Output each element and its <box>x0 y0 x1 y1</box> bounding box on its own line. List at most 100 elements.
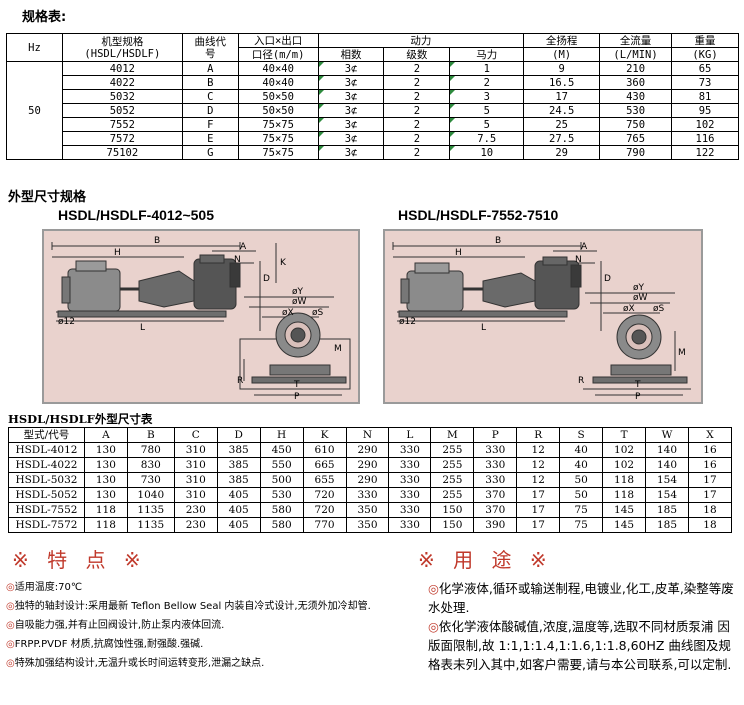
features-item-text: FRPP.PVDF 材质,抗腐蚀性强,耐强酸.强碱. <box>14 639 204 650</box>
features-item-text: 特殊加强结构设计,无温升或长时间运转变形,泄漏之缺点. <box>14 658 265 669</box>
spec-cell: 3⊄ <box>317 89 385 104</box>
cell-marker-icon <box>318 118 324 123</box>
spec-cell: 75×75 <box>237 145 319 160</box>
spec-cell: 7552 <box>61 117 183 132</box>
dim-cell: 310 <box>173 457 218 473</box>
spec-cell: 2 <box>383 145 451 160</box>
dim-cell: 255 <box>430 442 475 458</box>
left-label-r: R <box>237 376 243 386</box>
dim-cell: HSDL-4012 <box>8 442 85 458</box>
uses-item-text: 依化学液体酸碱值,浓度,温度等,选取不同材质泵浦 因版面限制,故 1:1,1:1… <box>428 619 732 672</box>
left-model-title: HSDL/HSDLF-4012~505 <box>58 207 215 223</box>
spec-cell: 95 <box>671 103 739 118</box>
dim-cell: 405 <box>216 517 261 533</box>
outline-title: 外型尺寸规格 <box>8 190 87 205</box>
dim-cell: HSDL-7572 <box>8 517 85 533</box>
spec-model-header: 机型规格(HSDL/HSDLF) <box>61 33 183 62</box>
dim-header-cell: W <box>645 427 689 443</box>
left-drawing-panel: B A H N K D ø12 L øY øW øS øX M R T P <box>42 229 360 404</box>
cell-marker-icon <box>318 132 324 137</box>
features-item-text: 适用温度:70℃ <box>14 582 83 593</box>
dim-cell: 500 <box>259 472 304 488</box>
dim-cell: 255 <box>430 457 475 473</box>
dim-cell: 330 <box>473 472 518 488</box>
dim-cell: 75 <box>559 517 604 533</box>
dim-cell: 154 <box>645 472 689 488</box>
spec-cell: 40×40 <box>237 75 319 90</box>
dim-cell: 330 <box>473 442 518 458</box>
dim-cell: 16 <box>687 457 733 473</box>
dim-header-cell: X <box>687 427 733 443</box>
spec-cell: 50×50 <box>237 103 319 118</box>
dim-cell: 230 <box>173 517 218 533</box>
dim-cell: 310 <box>173 472 218 488</box>
dim-header-cell: D <box>216 427 261 443</box>
spec-cell: 360 <box>599 75 673 90</box>
spec-flow-unit: (L/MIN) <box>599 47 673 62</box>
spec-cell: 75×75 <box>237 131 319 146</box>
dim-cell: 370 <box>473 502 518 518</box>
dim-cell: 665 <box>302 457 347 473</box>
features-list: ◎适用温度:70℃◎独特的轴封设计:采用最新 Teflon Bellow Sea… <box>6 578 402 673</box>
spec-cell: 2 <box>383 117 451 132</box>
spec-inout-header: 入口×出口 <box>237 33 319 48</box>
right-label-d: D <box>604 274 611 284</box>
spec-weight-unit: (KG) <box>671 47 739 62</box>
dim-header-cell: 型式/代号 <box>8 427 85 443</box>
cell-marker-icon <box>450 90 456 95</box>
dim-cell: 12 <box>516 442 561 458</box>
spec-cell: E <box>181 131 239 146</box>
right-label-b: B <box>495 236 501 246</box>
dim-header-cell: C <box>173 427 218 443</box>
uses-item: ◎化学液体,循环或输送制程,电镀业,化工,皮革,染整等废水处理. <box>428 579 734 617</box>
spec-cell: A <box>181 61 239 76</box>
dim-cell: 118 <box>602 487 647 503</box>
dim-cell: 102 <box>602 457 647 473</box>
features-item: ◎自吸能力强,并有止回阀设计,防止泵内液体回流. <box>6 616 402 635</box>
spec-cell: 210 <box>599 61 673 76</box>
dim-cell: HSDL-7552 <box>8 502 85 518</box>
right-drawing-panel: B A H N D ø12 L øY øW øS øX M R T P <box>383 229 703 404</box>
cell-marker-icon <box>450 118 456 123</box>
spec-cell: 116 <box>671 131 739 146</box>
spec-cell: 16.5 <box>523 75 601 90</box>
features-title: ※ 特 点 ※ <box>12 548 147 572</box>
bullet-icon: ◎ <box>428 619 439 634</box>
dim-cell: 140 <box>645 442 689 458</box>
spec-cell: 4022 <box>61 75 183 90</box>
right-label-p: P <box>635 392 641 402</box>
cell-marker-icon <box>318 104 324 109</box>
dim-cell: 385 <box>216 442 261 458</box>
spec-cell: 4012 <box>61 61 183 76</box>
dim-header-cell: H <box>259 427 304 443</box>
dim-cell: 130 <box>83 487 128 503</box>
right-label-r: R <box>578 376 584 386</box>
right-label-dx: øX <box>623 304 635 314</box>
dim-cell: 550 <box>259 457 304 473</box>
spec-cell: B <box>181 75 239 90</box>
dim-cell: 330 <box>388 517 432 533</box>
cell-marker-icon <box>318 146 324 151</box>
spec-title: 规格表: <box>22 10 67 25</box>
uses-item-text: 化学液体,循环或输送制程,电镀业,化工,皮革,染整等废水处理. <box>428 581 734 615</box>
dim-cell: 530 <box>259 487 304 503</box>
dim-cell: 390 <box>473 517 518 533</box>
dim-cell: 255 <box>430 472 475 488</box>
left-label-b: B <box>154 236 160 246</box>
dim-cell: 18 <box>687 502 733 518</box>
spec-cell: G <box>181 145 239 160</box>
dim-cell: 330 <box>388 457 432 473</box>
spec-cell: 2 <box>383 103 451 118</box>
spec-power-header: 动力 <box>317 33 525 48</box>
spec-hz-value: 50 <box>6 61 63 160</box>
dim-header-cell: S <box>559 427 604 443</box>
cell-marker-icon <box>450 76 456 81</box>
